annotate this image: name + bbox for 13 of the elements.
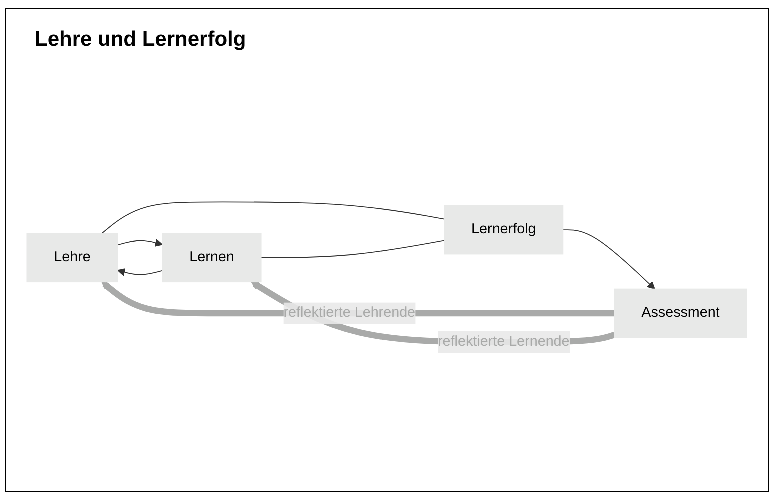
node-box: Lehre [26, 233, 118, 282]
title: Lehre und Lernerfolg [35, 28, 246, 52]
edge-label: reflektierte Lehrende [284, 305, 416, 321]
arrow [251, 281, 616, 346]
arrow [117, 268, 164, 276]
node-box: Lernen [162, 233, 262, 282]
node-box: Lernerfolg [444, 205, 564, 255]
node-box: Assessment [614, 288, 748, 338]
connector [260, 240, 446, 258]
arrow [117, 239, 164, 247]
arrow [562, 229, 656, 290]
connector [102, 202, 446, 234]
edge-label: reflektierte Lernende [438, 334, 570, 350]
